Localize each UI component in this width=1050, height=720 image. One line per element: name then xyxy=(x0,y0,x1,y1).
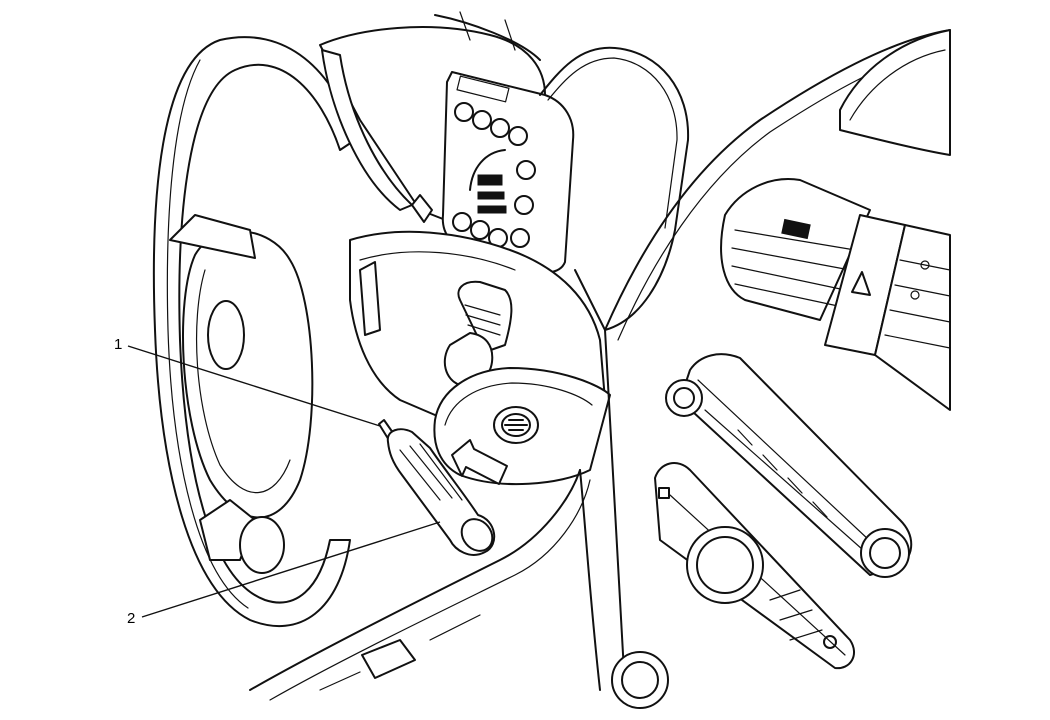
lower-dash-panel xyxy=(249,469,601,701)
callout-label-2: 2 xyxy=(127,610,136,627)
direction-arrow xyxy=(451,439,508,485)
instrument-cluster xyxy=(319,26,575,274)
leader-lines xyxy=(127,345,441,618)
center-console xyxy=(604,29,951,691)
callout-label-1: 1 xyxy=(114,336,123,353)
steering-wheel xyxy=(152,36,356,628)
air-vent-right xyxy=(874,224,951,411)
leader-line-2 xyxy=(141,521,441,618)
hvac-knob xyxy=(686,526,764,604)
radio-faceplate xyxy=(665,353,913,578)
windshield-pillar xyxy=(434,11,690,331)
hvac-control-panel xyxy=(611,462,855,709)
tachometer-display xyxy=(469,149,507,214)
leader-line-1 xyxy=(127,345,381,427)
gauge-buttons-top xyxy=(452,102,536,248)
screwdriver-tool xyxy=(378,419,496,556)
air-vent-left xyxy=(720,178,871,321)
